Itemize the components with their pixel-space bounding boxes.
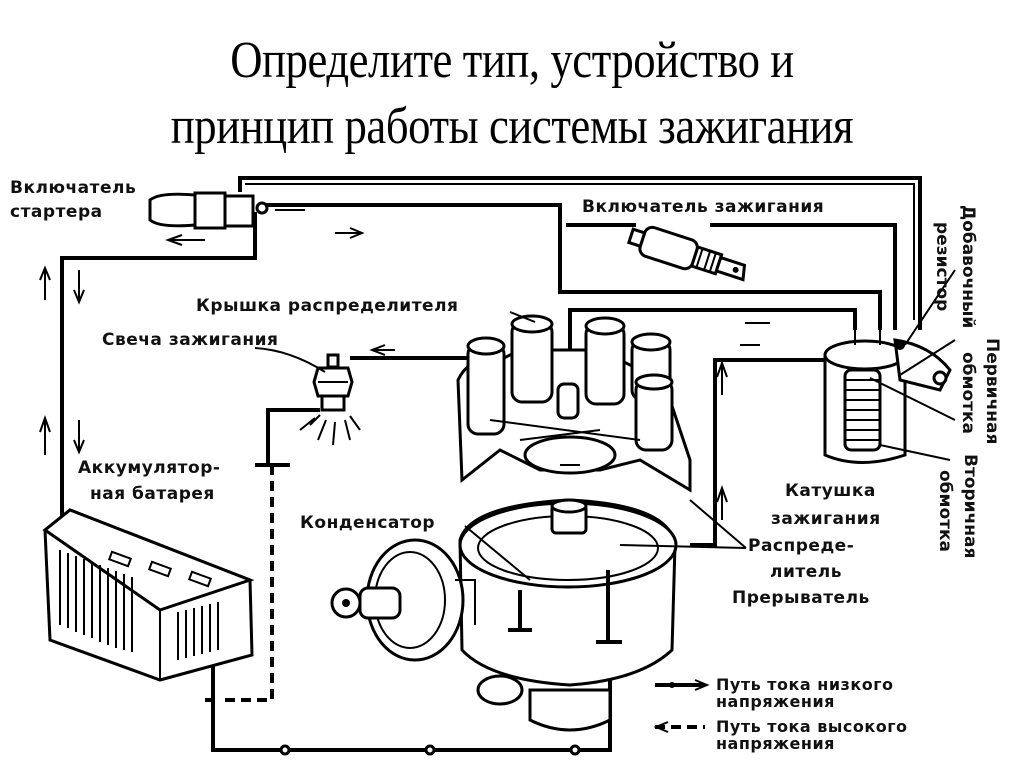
- ground-symbol: [508, 590, 532, 632]
- battery-cells: [59, 550, 133, 652]
- legend-high-voltage-line-2: напряжения: [716, 734, 835, 753]
- ignition-coil: [823, 330, 952, 464]
- legend-samples: [653, 679, 710, 733]
- legend-high-voltage: Путь тока высокого напряжения: [716, 718, 908, 752]
- label-battery-line-2: ная батарея: [90, 484, 215, 504]
- distributor-body: [330, 498, 678, 732]
- ignition-switch: [626, 225, 747, 282]
- label-breaker: Прерыватель: [732, 588, 870, 608]
- slide-title-line-1: Определите тип, устройство и: [230, 32, 794, 89]
- arrow-down-icon: [73, 420, 85, 455]
- legend-high-voltage-line-1: Путь тока высокого: [716, 717, 908, 736]
- arrow-right-icon: [335, 227, 365, 239]
- slide-title-line-2: принцип работы системы зажигания: [170, 98, 854, 155]
- label-ignition-coil-line-1: Катушка: [785, 481, 876, 501]
- label-distributor-line-2: литель: [770, 562, 842, 582]
- label-primary-winding-line-1: Первичная: [982, 338, 1002, 445]
- spark-plug: [299, 353, 361, 446]
- wire-top-loop: [238, 176, 922, 330]
- distributor-cap: [456, 314, 692, 493]
- starter-switch: [148, 191, 269, 230]
- low-voltage-wiring: [39, 176, 922, 756]
- arrow-up-icon: [716, 360, 728, 395]
- spark-icon: [299, 414, 361, 446]
- arrow-up-icon: [39, 265, 51, 300]
- label-distributor-cap: Крышка распределителя: [196, 296, 459, 316]
- wire-starter-to-ignition-switch: [262, 203, 882, 330]
- arrow-up-icon: [716, 485, 728, 520]
- arrow-left-icon: [369, 344, 395, 356]
- label-starter-switch-line-2: стартера: [10, 202, 103, 222]
- coil-winding: [845, 379, 880, 441]
- label-spark-plug: Свеча зажигания: [102, 330, 279, 350]
- label-starter-switch-line-1: Включатель: [10, 178, 137, 198]
- label-secondary-winding-line-1: Вторичная: [960, 454, 980, 559]
- arrow-left-icon: [165, 234, 205, 246]
- wire-coil-to-cap: [568, 308, 857, 350]
- label-additional-resistor-line-2: резистор: [932, 222, 952, 312]
- label-distributor-line-1: Распреде-: [748, 536, 855, 556]
- legend-low-voltage-line-2: напряжения: [716, 692, 835, 711]
- legend-low-voltage: Путь тока низкого напряжения: [716, 676, 894, 710]
- battery: [42, 508, 255, 682]
- label-battery-line-1: Аккумулятор-: [78, 458, 221, 478]
- wire-starter-to-battery: [60, 212, 257, 530]
- legend-low-voltage-line-1: Путь тока низкого: [716, 675, 894, 694]
- wire-ignition-switch-loop: [566, 223, 897, 330]
- label-ignition-coil-line-2: зажигания: [771, 509, 881, 529]
- slide-title: Определите тип, устройство и принцип раб…: [72, 28, 953, 160]
- ground-symbol: [596, 570, 622, 644]
- label-ignition-switch: Включатель зажигания: [582, 197, 825, 217]
- arrow-down-icon: [73, 270, 85, 305]
- label-primary-winding-line-2: обмотка: [958, 352, 978, 434]
- arrow-up-icon: [39, 415, 51, 455]
- label-capacitor: Конденсатор: [300, 513, 436, 533]
- label-additional-resistor-line-1: Добавочный: [958, 205, 978, 329]
- leader-lines: [254, 269, 956, 581]
- label-secondary-winding-line-2: обмотка: [935, 470, 955, 552]
- wire-coil-to-breaker: [690, 358, 825, 547]
